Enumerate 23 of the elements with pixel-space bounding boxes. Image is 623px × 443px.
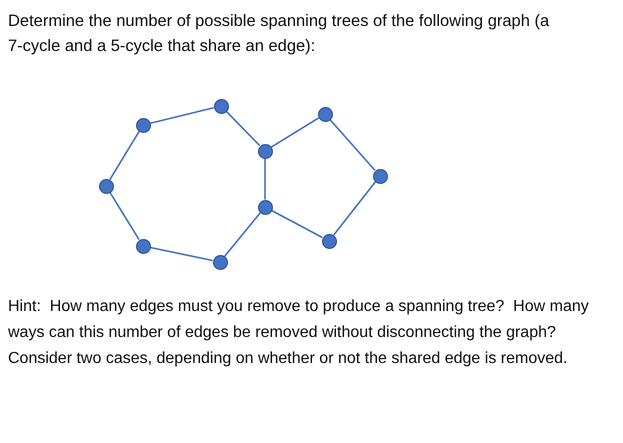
vertex-dot xyxy=(136,238,150,254)
graph-edge xyxy=(270,117,320,148)
vertex-dot xyxy=(98,178,114,194)
graph-edge xyxy=(224,212,261,257)
vertex-dot xyxy=(372,168,388,184)
graph-edge xyxy=(329,119,376,171)
hint-text: Hint: How many edges must you remove to produce a spanning tree? How many ways can this number of edges be removed without disconnecting the graph? Consider two cases, depending on whether or not the shared edge is removed. xyxy=(8,297,590,369)
graph-edge xyxy=(264,158,266,200)
vertex-dot xyxy=(322,234,336,248)
graph-edge xyxy=(271,210,323,238)
vertex-dot xyxy=(214,98,228,114)
graph-edge xyxy=(150,246,213,262)
graph-edge xyxy=(226,110,260,146)
graph-edge xyxy=(109,131,140,180)
graph-edge xyxy=(109,192,140,240)
vertex-dot xyxy=(212,254,228,270)
vertex-dot xyxy=(258,144,272,158)
vertex-dot xyxy=(136,118,150,132)
graph-edge xyxy=(333,181,376,236)
vertex-dot xyxy=(258,200,272,214)
graph-edge xyxy=(150,107,214,124)
vertex-dot xyxy=(318,106,332,122)
question-text: Determine the number of possible spanning trees of the following graph (a 7-cycle and a 5-cycle that share an edge): xyxy=(8,11,550,57)
